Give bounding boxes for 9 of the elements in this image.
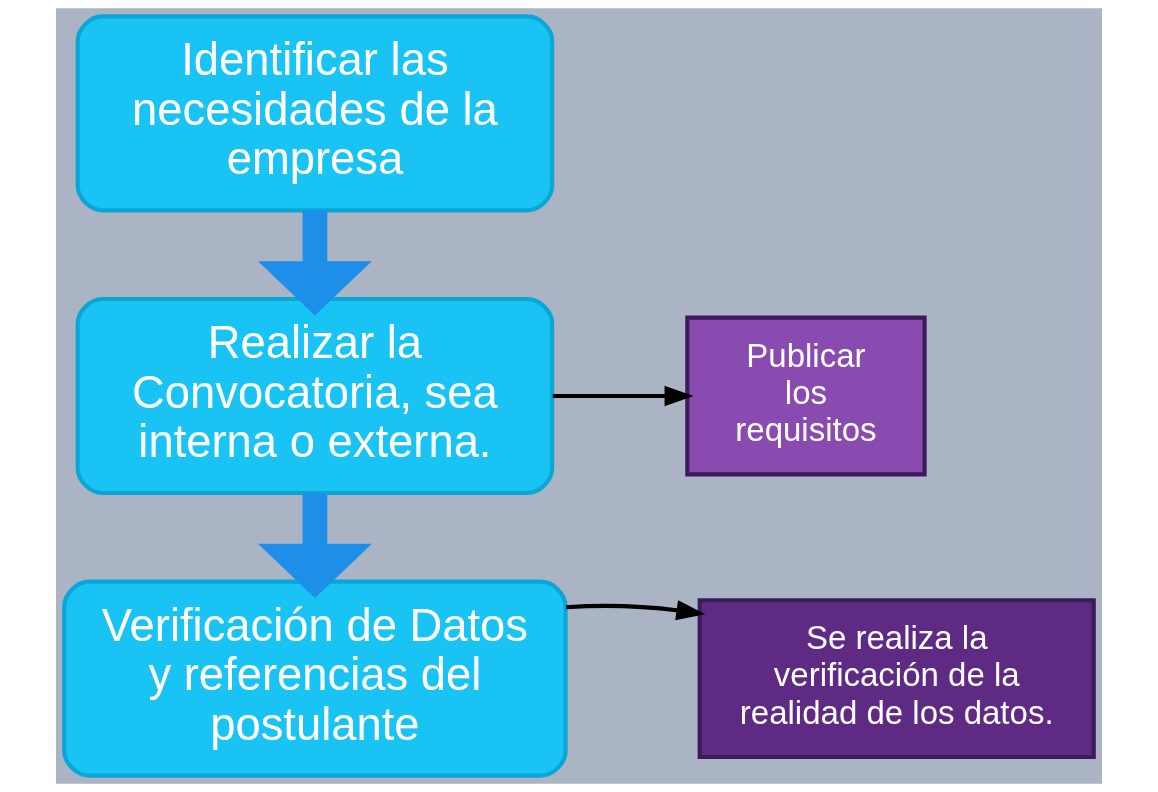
arrow [552, 385, 694, 407]
node-box: Verificación de Datos y referencias del postulante [62, 579, 568, 778]
node-box: Se realiza la verificación de la realidad de los datos. [697, 598, 1096, 760]
arrow [565, 600, 706, 621]
arrow [257, 210, 372, 316]
arrow [258, 493, 372, 599]
node-box: Publicar los requisitos [685, 315, 927, 477]
node-box: Realizar la Convocatoria, sea interna o externa. [75, 296, 555, 496]
node-box: Identificar las necesidades de la empresa [75, 14, 555, 213]
